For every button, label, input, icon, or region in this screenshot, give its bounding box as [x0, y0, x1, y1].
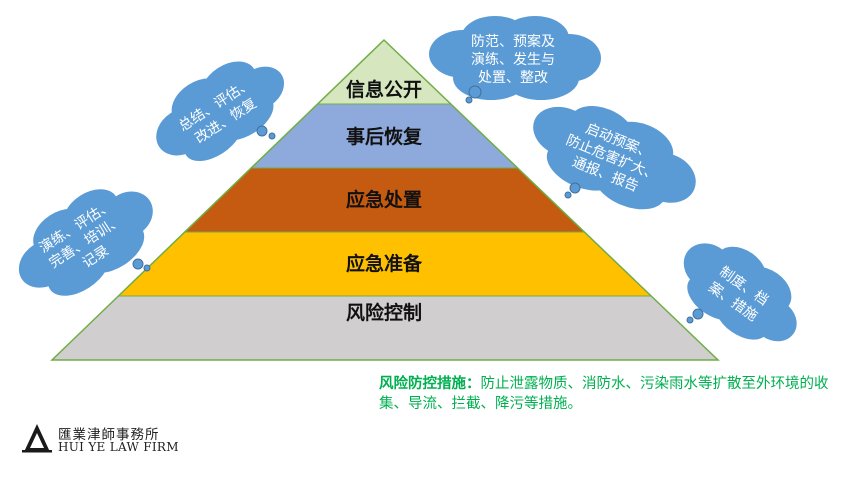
law-firm-logo-mark [22, 424, 52, 453]
cloud-tail-bubble [143, 264, 151, 272]
cloud-tail-bubble [256, 125, 268, 137]
law-firm-name-cn: 匯業津師事務所 [58, 427, 160, 443]
note-text: 防止泄露物质、消防水、污染雨水等扩散至外环境的收集、导流、拦截、降污等措施。 [379, 376, 829, 412]
cloud-shape [156, 61, 285, 162]
layer-label-emergency-preparation: 应急准备 [346, 252, 423, 275]
layer-label-info-disclosure: 信息公开 [346, 78, 422, 101]
thought-cloud-prevention: 防范、预案及 演练、发生与 处置、整改 [429, 16, 601, 104]
layer-band-post-recovery [52, 103, 718, 169]
note-title: 风险防控措施： [379, 376, 481, 392]
thought-cloud-system: 制度、档 案、措施 [683, 243, 797, 342]
layer-label-risk-control: 风险控制 [346, 301, 422, 324]
cloud-text-line: 处置、整改 [478, 70, 548, 86]
cloud-shape [683, 243, 797, 342]
cloud-shape [533, 106, 696, 210]
cloud-shape [18, 189, 153, 296]
cloud-tail-bubble [468, 85, 482, 99]
cloud-tail-bubble [692, 308, 704, 320]
cloud-tail-bubble [564, 191, 572, 199]
law-firm-name-en: HUI YE LAW FIRM [58, 440, 179, 454]
risk-control-note: 风险防控措施：防止泄露物质、消防水、污染雨水等扩散至外环境的收集、导流、拦截、降… [379, 374, 849, 414]
layer-label-post-recovery: 事后恢复 [346, 125, 423, 148]
cloud-text-line: 演练、发生与 [471, 52, 555, 68]
cloud-tail-bubble [686, 316, 694, 324]
cloud-tail-bubble [569, 182, 581, 194]
pyramid-outline [50, 38, 720, 361]
thought-cloud-summary: 总结、评估、 改进、恢复 [156, 61, 285, 162]
cloud-tail-bubble [268, 132, 276, 140]
thought-cloud-drill: 演练、评估、 完善、培训、 记录 [18, 189, 153, 296]
thought-cloud-activate-plan: 启动预案、 防止危害扩大、 通报、报告 [533, 106, 696, 210]
layer-band-risk-control [52, 295, 718, 360]
layer-label-emergency-response: 应急处置 [346, 188, 422, 211]
cloud-text-line: 防范、预案及 [471, 33, 555, 50]
cloud-tail-bubble [465, 96, 473, 104]
cloud-tail-bubble [132, 258, 144, 270]
